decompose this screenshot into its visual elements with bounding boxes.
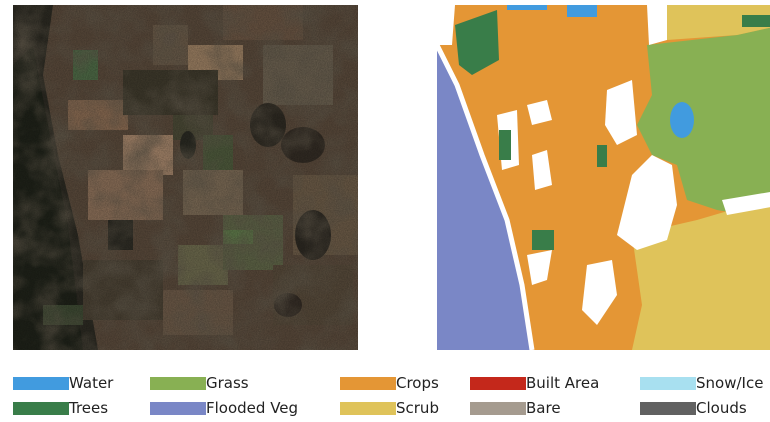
legend-item-snow-ice: Snow/Ice (640, 372, 763, 394)
legend-swatch-scrub (340, 401, 396, 415)
legend-item-built-area: Built Area (470, 372, 599, 394)
legend-item-flooded-veg: Flooded Veg (150, 397, 298, 419)
legend-swatch-water (13, 376, 69, 390)
legend-item-crops: Crops (340, 372, 439, 394)
legend-label-built-area: Built Area (526, 374, 600, 392)
legend-swatch-built-area (470, 376, 526, 390)
legend-label-flooded-veg: Flooded Veg (206, 399, 299, 417)
legend-item-grass: Grass (150, 372, 249, 394)
legend-item-trees: Trees (13, 397, 108, 419)
legend-item-bare: Bare (470, 397, 561, 419)
legend-label-trees: Trees (69, 399, 109, 417)
legend-item-scrub: Scrub (340, 397, 439, 419)
land-cover-map (437, 5, 770, 350)
legend-swatch-clouds (640, 401, 696, 415)
legend-swatch-trees (13, 401, 69, 415)
legend-swatch-crops (340, 376, 396, 390)
legend-label-bare: Bare (526, 399, 561, 417)
legend-label-scrub: Scrub (396, 399, 439, 417)
legend-item-clouds: Clouds (640, 397, 747, 419)
legend-label-snow-ice: Snow/Ice (696, 374, 764, 392)
legend-label-crops: Crops (396, 374, 439, 392)
legend-label-water: Water (69, 374, 114, 392)
legend: Water Trees Grass Flooded Veg Crops Scru… (0, 372, 770, 422)
legend-label-clouds: Clouds (696, 399, 747, 417)
legend-swatch-grass (150, 376, 206, 390)
legend-label-grass: Grass (206, 374, 249, 392)
satellite-image (13, 5, 358, 350)
legend-item-water: Water (13, 372, 113, 394)
legend-swatch-snow-ice (640, 376, 696, 390)
legend-swatch-bare (470, 401, 526, 415)
legend-swatch-flooded-veg (150, 401, 206, 415)
